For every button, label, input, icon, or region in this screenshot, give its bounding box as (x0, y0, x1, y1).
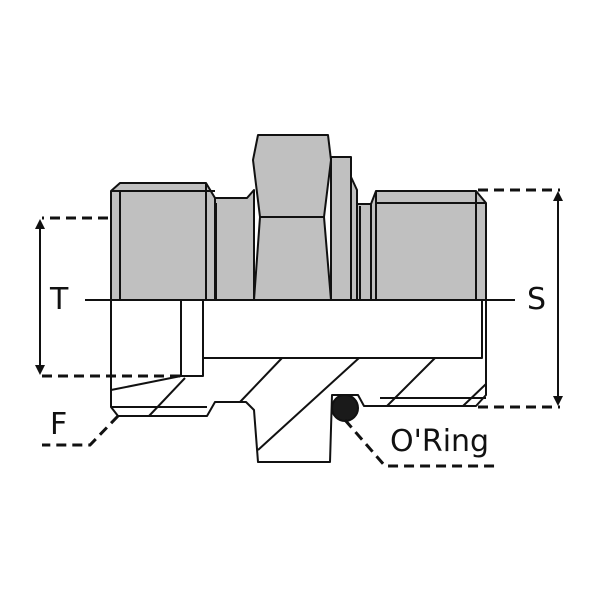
leader-f (42, 414, 120, 447)
label-t: T (50, 282, 69, 317)
collar (330, 156, 358, 301)
dimension-t (35, 216, 180, 378)
lower-section-view (110, 299, 487, 463)
leader-o-ring (343, 419, 500, 468)
dimension-s (478, 188, 563, 409)
port-bore (180, 299, 204, 377)
bore (202, 299, 483, 359)
label-o-ring: O'Ring (390, 424, 490, 459)
neck (214, 189, 255, 301)
o-ring-icon (331, 394, 359, 422)
section-hatching (148, 357, 487, 451)
label-f: F (50, 407, 68, 442)
upper-exterior-view (110, 134, 487, 301)
right-thread (370, 190, 487, 301)
left-thread (110, 182, 216, 301)
label-s: S (527, 282, 547, 317)
